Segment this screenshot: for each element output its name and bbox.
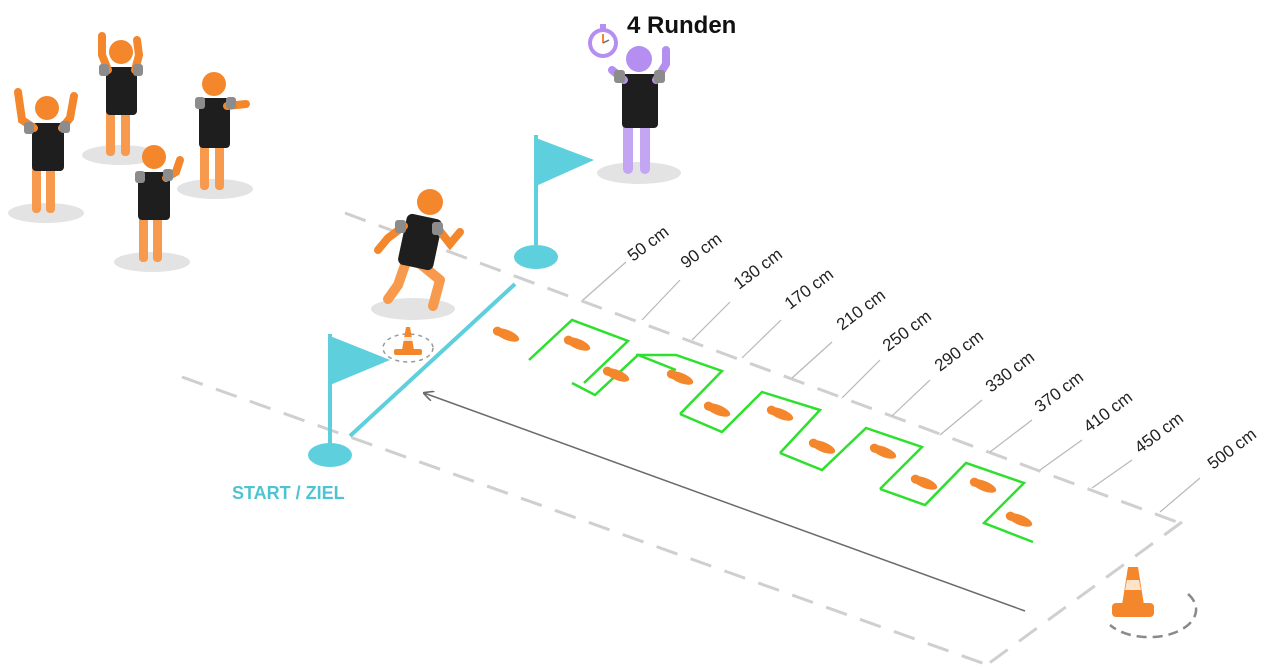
distance-label: 50 cm [624, 222, 672, 265]
person-icon [114, 145, 190, 272]
distance-label: 410 cm [1080, 387, 1136, 436]
distance-label: 170 cm [781, 264, 837, 313]
green-box [679, 390, 823, 454]
person-icon [82, 32, 158, 165]
footprint-icon [666, 369, 694, 385]
footprint-icon [563, 335, 591, 351]
cone-base [1112, 603, 1154, 617]
green-box [636, 353, 725, 415]
distance-leader-line [1091, 459, 1133, 489]
rounds-title: 4 Runden [627, 12, 736, 39]
distance-leader-line [582, 261, 627, 301]
distance-label: 250 cm [879, 306, 935, 355]
footprint-icon [703, 401, 731, 417]
footprint-icon [602, 366, 630, 382]
footprint-icon [1005, 511, 1033, 527]
distance-leader-lines [582, 261, 1201, 513]
flag-upper [514, 135, 594, 269]
timekeeper [588, 24, 681, 184]
cone-base [394, 349, 422, 355]
footprint-icon [869, 443, 897, 459]
footprint-icon [808, 438, 836, 454]
cone-stripe [403, 337, 413, 341]
distance-label: 210 cm [833, 285, 889, 334]
distance-label: 370 cm [1031, 367, 1087, 416]
cone-turn-circle [1109, 593, 1198, 639]
lower-boundary-line [181, 375, 986, 666]
runner [371, 189, 464, 320]
footprint-icon [766, 405, 794, 421]
green-box [528, 318, 631, 384]
return-arrow [424, 393, 1026, 612]
green-box [779, 426, 925, 490]
distance-leader-line [791, 341, 833, 379]
green-box [879, 461, 1034, 544]
footprint-icon [910, 474, 938, 490]
start-finish-label: START / ZIEL [232, 483, 345, 503]
distance-leader-line [1039, 439, 1083, 471]
distance-leader-line [691, 301, 731, 341]
flag-icon [536, 138, 594, 186]
person-icon [8, 88, 84, 223]
end-line [987, 520, 1183, 666]
distance-label: 290 cm [931, 326, 987, 375]
upper-boundary-line [344, 211, 1186, 527]
spectators [8, 32, 253, 272]
distance-label: 90 cm [677, 229, 725, 272]
distance-labels: 50 cm 90 cm 130 cm 170 cm 210 cm 250 cm … [624, 222, 1260, 473]
distance-label: 330 cm [982, 347, 1038, 396]
footprints [492, 326, 1033, 527]
distance-label: 450 cm [1131, 408, 1187, 457]
distance-leader-line [1159, 477, 1201, 513]
stopwatch-icon [588, 24, 618, 58]
person-icon [177, 72, 253, 199]
course-lines [181, 211, 1186, 666]
distance-leader-line [841, 359, 881, 399]
distance-leader-line [641, 279, 681, 321]
distance-leader-line [939, 399, 983, 436]
distance-leader-line [741, 319, 782, 359]
distance-label: 130 cm [730, 244, 786, 293]
cone-turn-circle [382, 333, 434, 363]
distance-leader-line [989, 419, 1033, 453]
large-cone [1109, 567, 1198, 639]
footprint-icon [969, 477, 997, 493]
flag-icon [330, 336, 390, 385]
cone-stripe [1125, 580, 1141, 590]
distance-leader-line [891, 379, 931, 417]
footprint-icon [492, 326, 520, 342]
small-cone [382, 327, 434, 363]
distance-label: 500 cm [1204, 424, 1260, 473]
flag-lower [308, 334, 390, 467]
start-finish-line [348, 282, 517, 438]
